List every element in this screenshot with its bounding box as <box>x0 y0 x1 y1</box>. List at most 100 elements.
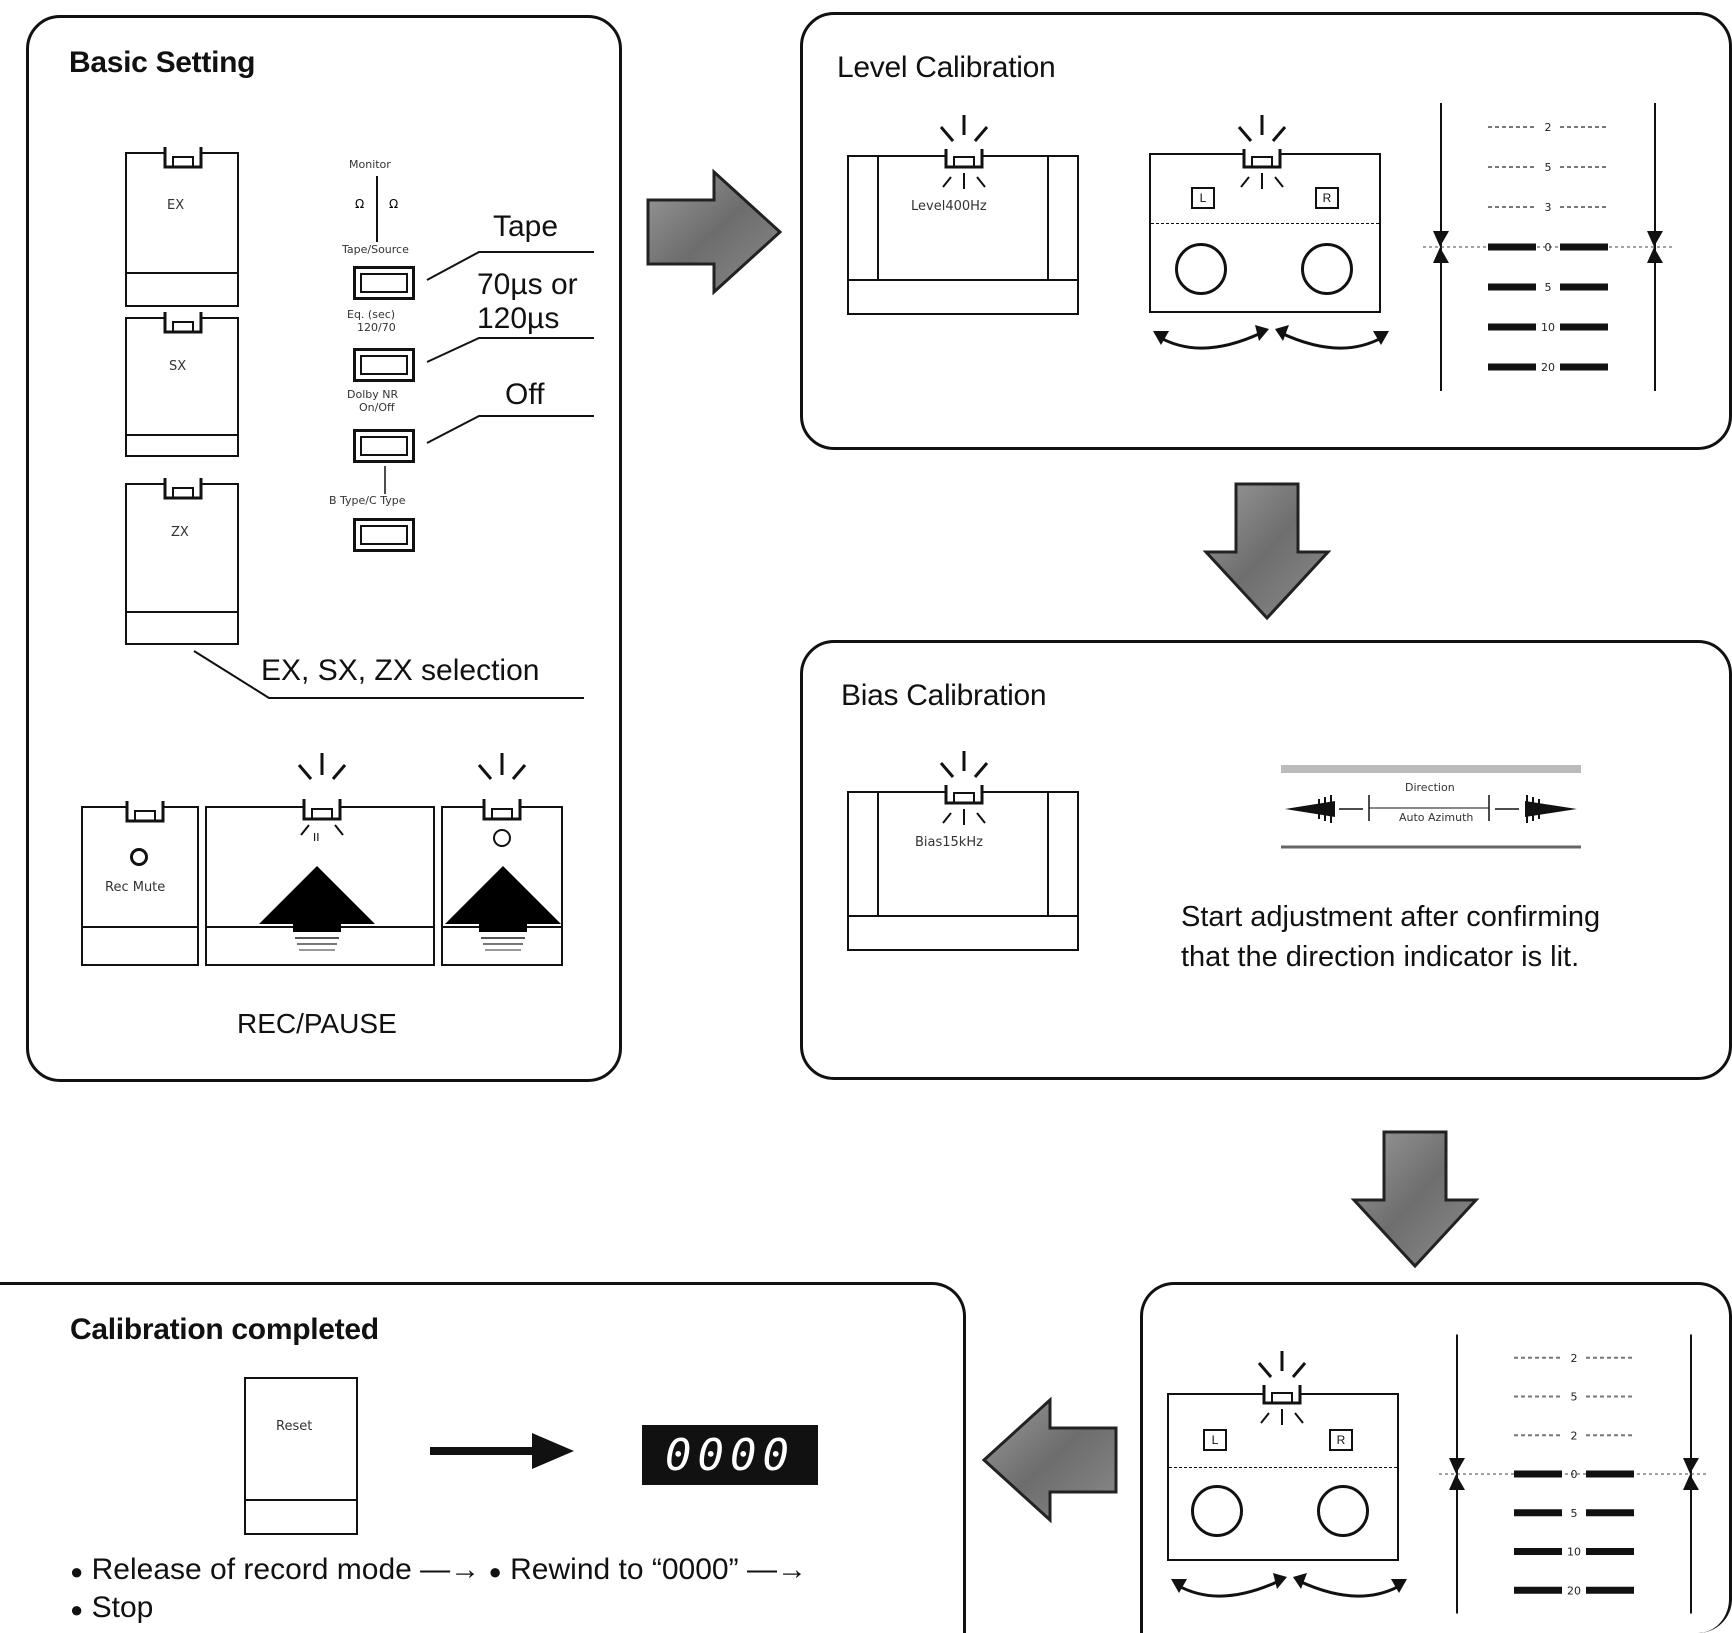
recheck-indicator-lamp-icon <box>1257 1351 1307 1425</box>
dolby-label: Dolby NR <box>347 388 399 401</box>
recheck-left-channel-label: L <box>1203 1429 1227 1451</box>
level-calibration-title: Level Calibration <box>837 51 1056 84</box>
recheck-meter-tick-label: 2 <box>1571 1429 1578 1442</box>
ex-mode-key[interactable]: EX <box>125 152 239 307</box>
recheck-meter-tick-label: 5 <box>1571 1507 1578 1520</box>
pause-press-up-arrow-icon <box>259 866 375 951</box>
callout-eq-line1: 70µs or <box>477 268 578 301</box>
recheck-meter-tick-label: 2 <box>1571 1352 1578 1365</box>
rec-press-up-arrow-icon <box>445 866 561 951</box>
dolby-link-line <box>384 466 386 494</box>
rec-indicator-lamp-icon <box>477 753 527 847</box>
recheck-meter-tick-label: 0 <box>1571 1468 1578 1481</box>
pause-indicator-lamp-icon: II <box>297 753 347 844</box>
level-meter-tick-label: 3 <box>1545 201 1552 214</box>
level-meter-tick-label: 20 <box>1541 361 1555 374</box>
direction-label: Direction <box>1405 781 1455 794</box>
dolby-sub-label: On/Off <box>359 401 395 414</box>
complete-step-row2: ● Stop <box>70 1591 153 1625</box>
ex-indicator-lamp-icon <box>163 147 203 169</box>
arrow-left-icon <box>981 1396 1118 1524</box>
level-right-knob-reel-icon[interactable] <box>1301 243 1353 295</box>
callout-lines <box>193 251 594 699</box>
recheck-right-knob-reel-icon[interactable] <box>1317 1485 1369 1537</box>
level-calibration-panel: Level Calibration Level400Hz L R <box>800 12 1732 450</box>
complete-step2: Rewind to “0000” <box>510 1553 739 1586</box>
svg-text:Ω: Ω <box>389 197 398 211</box>
svg-text:Ω: Ω <box>355 197 364 211</box>
monitor-sub-label: Tape/Source <box>342 243 409 256</box>
recheck-meter-tick-label: 20 <box>1567 1584 1581 1597</box>
step-arrow-2: —→ <box>746 1553 807 1586</box>
tape-counter-display: 0000 <box>642 1425 818 1485</box>
recheck-left-knob-reel-icon[interactable] <box>1191 1485 1243 1537</box>
callout-tape: Tape <box>493 210 559 243</box>
monitor-button[interactable] <box>353 266 415 300</box>
recheck-meter-tick-label: 10 <box>1567 1546 1581 1559</box>
eq-button[interactable] <box>353 348 415 382</box>
level-meter-zero-marker-icon <box>1433 231 1449 263</box>
transport-label: REC/PAUSE <box>237 1008 397 1039</box>
calibration-completed-title: Calibration completed <box>70 1313 379 1346</box>
level-rotate-arrows-icon <box>1153 325 1389 350</box>
level-meter-tick-label: 5 <box>1545 281 1552 294</box>
calibration-completed-panel: Calibration completed Reset 0000 ● Relea… <box>0 1282 966 1633</box>
step-arrow-1: —→ <box>420 1553 481 1586</box>
level-left-channel-label: L <box>1191 187 1215 209</box>
level-meter-tick-label: 0 <box>1545 241 1552 254</box>
rec-mute-key[interactable]: Rec Mute <box>81 806 199 966</box>
complete-step1: Release of record mode <box>91 1553 412 1586</box>
level-400hz-key[interactable]: Level400Hz <box>847 155 1079 315</box>
btype-label: B Type/C Type <box>329 494 406 507</box>
dolby-button[interactable] <box>353 429 415 463</box>
bias-calibration-title: Bias Calibration <box>841 679 1047 712</box>
level-meter-tick-label: 5 <box>1545 161 1552 174</box>
eq-label: Eq. (sec) <box>347 308 396 321</box>
recheck-meter-tick-label: 5 <box>1571 1391 1578 1404</box>
monitor-label: Monitor <box>349 158 391 171</box>
bias-key-indicator-lamp-icon <box>939 751 989 825</box>
rec-mute-indicator-lamp-icon <box>125 801 165 823</box>
level-meter-zero-marker-icon <box>1647 231 1663 263</box>
sx-indicator-lamp-icon <box>163 312 203 334</box>
basic-setting-title: Basic Setting <box>69 46 256 79</box>
bias-key-label: Bias15kHz <box>915 835 983 850</box>
bullet-1: ● <box>70 1559 84 1584</box>
bullet-3: ● <box>70 1597 84 1622</box>
recheck-meter-zero-marker-icon <box>1683 1458 1699 1490</box>
reset-key[interactable]: Reset <box>244 1377 358 1535</box>
level-left-knob-reel-icon[interactable] <box>1175 243 1227 295</box>
sx-key-label: SX <box>169 359 187 374</box>
bias-note-line1: Start adjustment after confirming <box>1181 901 1601 933</box>
recheck-meter-zero-marker-icon <box>1449 1458 1465 1490</box>
recheck-rotate-arrows-icon <box>1171 1573 1407 1598</box>
rec-mute-label: Rec Mute <box>105 880 166 895</box>
callout-eq-line2: 120µs <box>477 302 560 335</box>
complete-step-row1: ● Release of record mode —→ ● Rewind to … <box>70 1553 807 1587</box>
reset-to-counter-arrow-icon <box>430 1433 574 1469</box>
bias-note-line2: that the direction indicator is lit. <box>1181 941 1580 973</box>
btype-button[interactable] <box>353 518 415 552</box>
complete-step3: Stop <box>91 1591 154 1624</box>
ex-key-label: EX <box>167 198 185 213</box>
arrow-right-icon <box>646 168 783 296</box>
bullet-2: ● <box>488 1559 502 1584</box>
direction-indicator-strip <box>1281 765 1581 849</box>
callout-selection: EX, SX, ZX selection <box>261 654 540 687</box>
level-key-indicator-lamp-icon <box>939 115 989 189</box>
zx-mode-key[interactable]: ZX <box>125 483 239 645</box>
level-meter-tick-label: 10 <box>1541 321 1555 334</box>
arrow-down-icon <box>1202 482 1332 621</box>
eq-sub-label: 120/70 <box>357 321 396 334</box>
level-unit-indicator-lamp-icon <box>1237 115 1287 189</box>
reset-key-label: Reset <box>276 1419 313 1434</box>
bias-calibration-panel: Bias Calibration Bias15kHz Direction Aut… <box>800 640 1732 1080</box>
callout-off: Off <box>505 378 545 411</box>
